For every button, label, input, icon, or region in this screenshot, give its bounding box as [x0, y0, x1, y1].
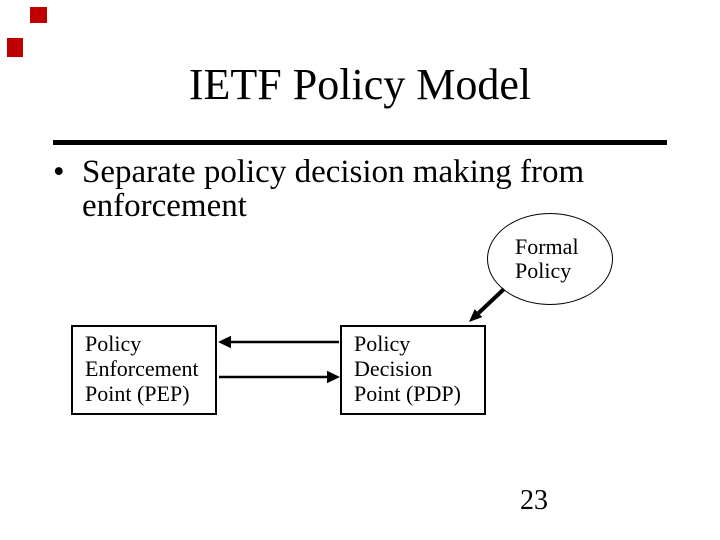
pdp-box: Policy Decision Point (PDP) — [340, 325, 486, 415]
pep-label-line-2: Enforcement — [85, 356, 199, 381]
bullet-text-line-2: enforcement — [82, 188, 247, 224]
formal-policy-label-line-2: Policy — [515, 258, 572, 283]
formal-policy-ellipse: Formal Policy — [487, 213, 613, 305]
formal-policy-label-line-1: Formal — [515, 234, 579, 259]
pdp-label-line-1: Policy — [354, 331, 411, 356]
page-title: IETF Policy Model — [188, 60, 532, 109]
pdp-label-line-2: Decision — [354, 356, 433, 381]
bullet-item: Separate policy decision making from enf… — [82, 155, 584, 223]
red-square-decoration-1 — [30, 7, 47, 23]
title-underline — [53, 140, 667, 145]
bullet-marker: • — [53, 154, 65, 190]
pep-box: Policy Enforcement Point (PEP) — [71, 325, 217, 415]
pdp-label-line-3: Point (PDP) — [354, 381, 461, 406]
formal-policy-to-pdp-arrow — [469, 287, 506, 322]
bullet-text-line-1: Separate policy decision making from — [82, 154, 585, 190]
red-square-decoration-2 — [7, 38, 23, 57]
pep-label-line-1: Policy — [85, 331, 142, 356]
page-number: 23 — [520, 485, 548, 516]
pep-label-line-3: Point (PEP) — [85, 381, 190, 406]
pdp-to-pep-arrow — [218, 335, 339, 349]
pep-to-pdp-arrow — [219, 370, 340, 384]
